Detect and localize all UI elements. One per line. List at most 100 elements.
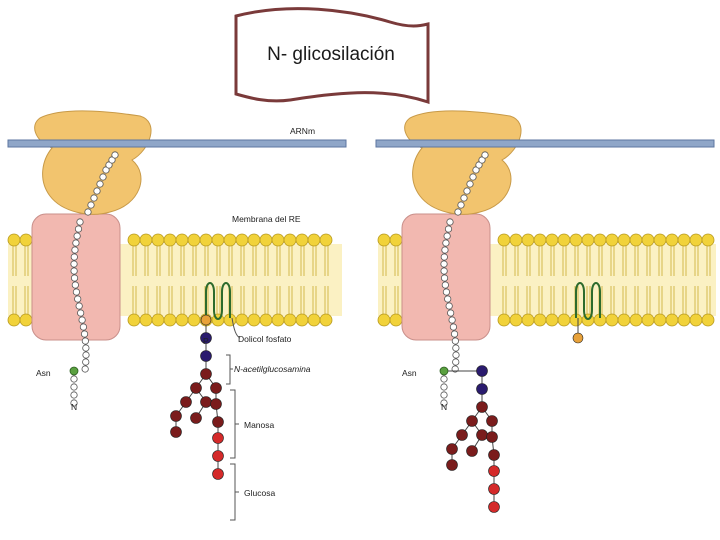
mannose-residue (200, 396, 212, 408)
mannose-residue (466, 415, 478, 427)
asn-residue (439, 366, 449, 376)
amino-acid (78, 316, 86, 324)
label-asn-right: Asn (402, 368, 417, 378)
amino-acid (76, 218, 84, 226)
lipid-tails (144, 242, 149, 318)
lipid-tails (538, 242, 543, 318)
lipid-head (235, 233, 249, 247)
pointer-dolichol (231, 317, 241, 339)
glucose-residue (488, 465, 500, 477)
mannose-residue (210, 398, 222, 410)
amino-acid (74, 225, 83, 233)
lipid-head (641, 313, 655, 327)
glucose-residue (488, 483, 500, 495)
lipid-head (497, 233, 511, 247)
lipid-tails (276, 242, 281, 318)
right-panel: Asn N (375, 110, 716, 513)
glucose-residue (488, 501, 500, 513)
lipid-tails (394, 242, 399, 318)
lipid-head (581, 233, 595, 247)
amino-acid (451, 337, 459, 345)
lipid-head (235, 313, 249, 327)
amino-acid (440, 391, 448, 399)
oligosaccharide-right (446, 318, 584, 513)
amino-acid (71, 281, 79, 289)
amino-acid (80, 330, 89, 338)
amino-acid (96, 180, 104, 188)
lipid-tails (622, 242, 627, 318)
amino-acid (444, 295, 452, 303)
amino-acid (81, 365, 89, 373)
lipid-head (629, 313, 643, 327)
lipid-head (497, 313, 511, 327)
lipid-head (295, 313, 309, 327)
amino-acid (449, 323, 458, 331)
lipid-head (283, 233, 297, 247)
mannose-residue (200, 368, 212, 380)
lipid-tails (264, 242, 269, 318)
amino-acid (441, 246, 449, 254)
left-panel: ARNm Membrana del RE Dolicol fosfato N-a… (7, 110, 347, 521)
lipid-head (307, 233, 321, 247)
lipid-tails (192, 242, 197, 318)
amino-acid (448, 316, 456, 324)
label-n-right: N (441, 402, 447, 412)
amino-acid (90, 194, 98, 202)
lipid-tails (24, 242, 29, 318)
amino-acid (463, 187, 471, 195)
mannose-residue (456, 429, 468, 441)
lipid-head (377, 313, 391, 327)
lipid-head (521, 313, 535, 327)
amino-acid (77, 309, 85, 317)
lipid-head (617, 233, 631, 247)
lipid-head (151, 313, 165, 327)
amino-acid (466, 180, 474, 188)
bracket-glucose (230, 463, 239, 521)
amino-acid (440, 274, 449, 282)
lipid-tails (132, 242, 137, 318)
lipid-tails (240, 242, 245, 318)
amino-acid (87, 201, 95, 209)
amino-acid (73, 232, 81, 240)
lipid-head (641, 233, 655, 247)
amino-acid (442, 239, 450, 247)
mannose-residue (486, 415, 498, 427)
lipid-tails (514, 242, 519, 318)
amino-acid (79, 323, 88, 331)
label-asn-left: Asn (36, 368, 51, 378)
amino-acid (452, 351, 460, 359)
amino-acid (70, 253, 78, 261)
amino-acid (457, 201, 465, 209)
lipid-head (271, 313, 285, 327)
lipid-head (593, 233, 607, 247)
lipid-tails (324, 242, 329, 318)
amino-acid (443, 232, 451, 240)
lipid-head (19, 313, 33, 327)
label-n-left: N (71, 402, 77, 412)
mannose-residue (210, 382, 222, 394)
lipid-head (689, 233, 703, 247)
ribosome-right (404, 110, 522, 215)
lipid-head (175, 233, 189, 247)
label-dolichol: Dolicol fosfato (238, 334, 292, 344)
lipid-head (629, 233, 643, 247)
lipid-head (319, 233, 333, 247)
lipid-tails (670, 242, 675, 318)
lipid-head (151, 233, 165, 247)
label-mannose: Manosa (244, 420, 275, 430)
lipid-tails (156, 242, 161, 318)
glcnac-residue (200, 350, 212, 362)
lipid-head (295, 233, 309, 247)
mannose-residue (476, 429, 488, 441)
amino-acid (71, 246, 79, 254)
lipid-tails (706, 242, 711, 318)
lipid-head (377, 233, 391, 247)
lipid-head (19, 233, 33, 247)
lipid-head (545, 233, 559, 247)
glcnac-residue (476, 383, 488, 395)
mannose-residue (212, 416, 224, 428)
lipid-head (653, 313, 667, 327)
lipid-tails (12, 242, 17, 318)
amino-acid (445, 302, 453, 310)
mannose-residue (466, 445, 478, 457)
